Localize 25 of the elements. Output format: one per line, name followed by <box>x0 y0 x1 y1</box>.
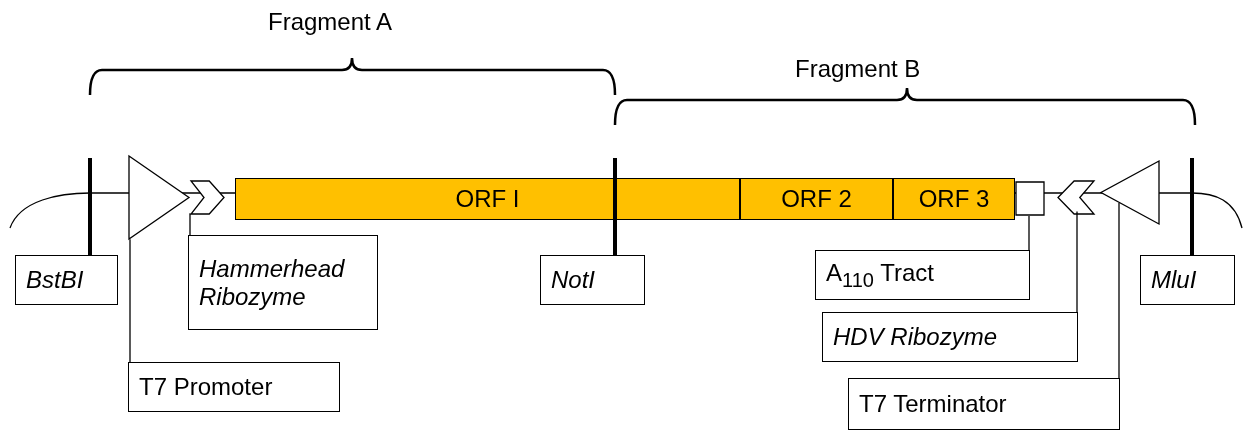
leader-line <box>1076 210 1078 313</box>
orf-box: ORF 2 <box>740 178 893 220</box>
part-label: T7 Terminator <box>848 378 1120 430</box>
ribozyme-symbol <box>1057 180 1095 215</box>
leader-line <box>189 212 191 236</box>
fragment-label: Fragment A <box>268 8 393 36</box>
site-mark <box>613 158 617 255</box>
orf-box: ORF 3 <box>893 178 1015 220</box>
part-label: Hammerhead Ribozyme <box>188 235 378 330</box>
tract-box <box>1015 181 1045 216</box>
part-label: T7 Promoter <box>128 362 340 412</box>
leader-line <box>1028 215 1030 251</box>
fragment-label: Fragment B <box>795 55 921 83</box>
site-mark <box>1190 158 1194 255</box>
site-label: BstBI <box>15 255 118 305</box>
site-mark <box>88 158 92 255</box>
part-label: HDV Ribozyme <box>822 312 1078 362</box>
leader-line <box>1118 202 1120 379</box>
part-label: A$_{110}$ Tract <box>815 250 1030 300</box>
site-label: MluI <box>1140 255 1235 305</box>
leader-line <box>129 238 131 363</box>
terminator-triangle <box>1100 160 1160 225</box>
orf-box: ORF I <box>235 178 740 220</box>
site-label: NotI <box>540 255 645 305</box>
ribozyme-symbol <box>190 180 225 215</box>
